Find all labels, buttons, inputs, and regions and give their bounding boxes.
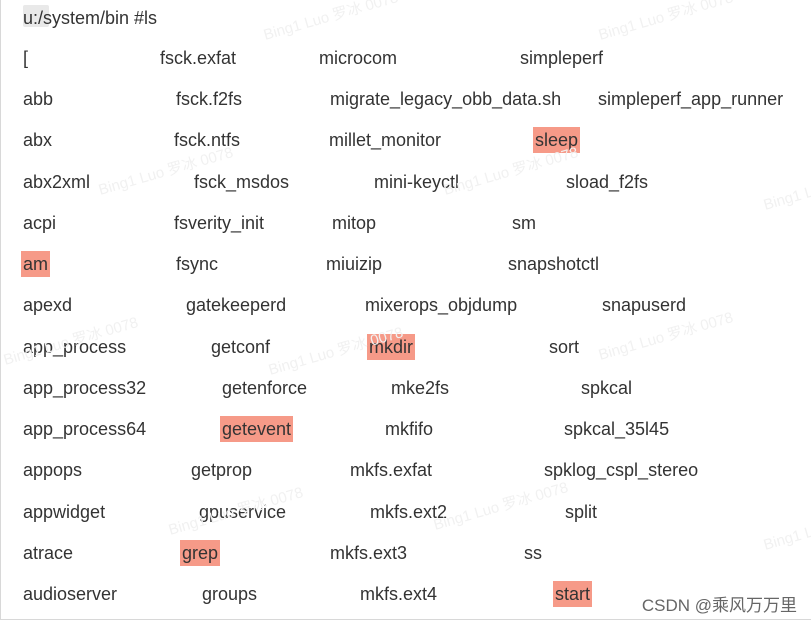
filename: mkfifo: [385, 419, 434, 439]
filename: fsck.ntfs: [174, 130, 241, 150]
ls-row: apexd gatekeeperd mixerops_objdump snapuser…: [1, 292, 811, 318]
ls-row: abx fsck.ntfs millet_monitor sleep: [1, 127, 811, 153]
ls-row: appwidget gpuservice mkfs.ext2 split: [1, 499, 811, 525]
ls-row: app_process64 getevent mkfifo spkcal_35l45: [1, 416, 811, 442]
filename: mkfs.exfat: [350, 460, 433, 480]
filename: abx: [23, 130, 53, 150]
highlighted-filename: mkdir: [367, 334, 415, 360]
filename: sload_f2fs: [566, 172, 649, 192]
filename: getconf: [211, 337, 271, 357]
redacted-hostname: [23, 5, 49, 27]
filename: gatekeeperd: [186, 295, 287, 315]
filename: snapuserd: [602, 295, 687, 315]
filename: app_process: [23, 337, 127, 357]
filename: mkfs.ext2: [370, 502, 448, 522]
ls-row: abx2xml fsck_msdos mini-keyctl sload_f2fs: [1, 169, 811, 195]
filename: simpleperf_app_runner: [598, 89, 784, 109]
filename: mixerops_objdump: [365, 295, 518, 315]
watermark-stamp: Bing1 Luo 罗冰 0078: [261, 0, 401, 44]
filename: millet_monitor: [329, 130, 442, 150]
filename: snapshotctl: [508, 254, 600, 274]
highlighted-filename: grep: [180, 540, 221, 566]
filename: mini-keyctl: [374, 172, 460, 192]
filename: apexd: [23, 295, 73, 315]
filename: miuizip: [326, 254, 383, 274]
ls-row: atrace grep mkfs.ext3 ss: [1, 540, 811, 566]
filename: getenforce: [222, 378, 308, 398]
ls-row: am fsync miuizip snapshotctl: [1, 251, 811, 277]
filename: [: [23, 48, 29, 68]
filename: fsync: [176, 254, 219, 274]
ls-row: app_process32 getenforce mke2fs spkcal: [1, 375, 811, 401]
ls-row: appops getprop mkfs.exfat spklog_cspl_stere…: [1, 457, 811, 483]
ls-row: acpi fsverity_init mitop sm: [1, 210, 811, 236]
filename: fsck_msdos: [194, 172, 290, 192]
filename: gpuservice: [199, 502, 287, 522]
highlighted-filename: sleep: [533, 127, 581, 153]
filename: mkfs.ext4: [360, 584, 438, 604]
shell-prompt: u:/system/bin #ls: [23, 8, 158, 28]
filename: appwidget: [23, 502, 106, 522]
highlighted-filename: am: [21, 251, 51, 277]
filename: simpleperf: [520, 48, 604, 68]
filename: app_process64: [23, 419, 147, 439]
filename: microcom: [319, 48, 398, 68]
ls-row: audioserver groups mkfs.ext4 start: [1, 581, 811, 607]
filename: mke2fs: [391, 378, 450, 398]
ls-row: [ fsck.exfat microcom simpleperf: [1, 45, 811, 71]
csdn-credit: CSDN @乘风万万里: [641, 596, 797, 615]
filename: mkfs.ext3: [330, 543, 408, 563]
filename: fsck.f2fs: [176, 89, 243, 109]
highlighted-filename: getevent: [220, 416, 294, 442]
filename: mitop: [332, 213, 377, 233]
filename: sort: [549, 337, 580, 357]
filename: app_process32: [23, 378, 147, 398]
filename: groups: [202, 584, 258, 604]
filename: getprop: [191, 460, 253, 480]
filename: abb: [23, 89, 54, 109]
watermark-stamp: Bing1 Luo 罗冰 0078: [596, 0, 736, 44]
filename: appops: [23, 460, 83, 480]
ls-row: abb fsck.f2fs migrate_legacy_obb_data.sh si…: [1, 86, 811, 112]
filename: sm: [512, 213, 536, 233]
filename: split: [565, 502, 598, 522]
filename: atrace: [23, 543, 74, 563]
highlighted-filename: start: [553, 581, 593, 607]
filename: spkcal_35l45: [564, 419, 670, 439]
filename: ss: [524, 543, 542, 563]
filename: spkcal: [581, 378, 633, 398]
ls-row: app_process getconf mkdir sort: [1, 334, 811, 360]
filename: spklog_cspl_stereo: [544, 460, 699, 480]
filename: abx2xml: [23, 172, 91, 192]
filename: audioserver: [23, 584, 118, 604]
filename: fsck.exfat: [160, 48, 237, 68]
filename: migrate_legacy_obb_data.sh: [330, 89, 562, 109]
filename: acpi: [23, 213, 57, 233]
filename: fsverity_init: [174, 213, 265, 233]
